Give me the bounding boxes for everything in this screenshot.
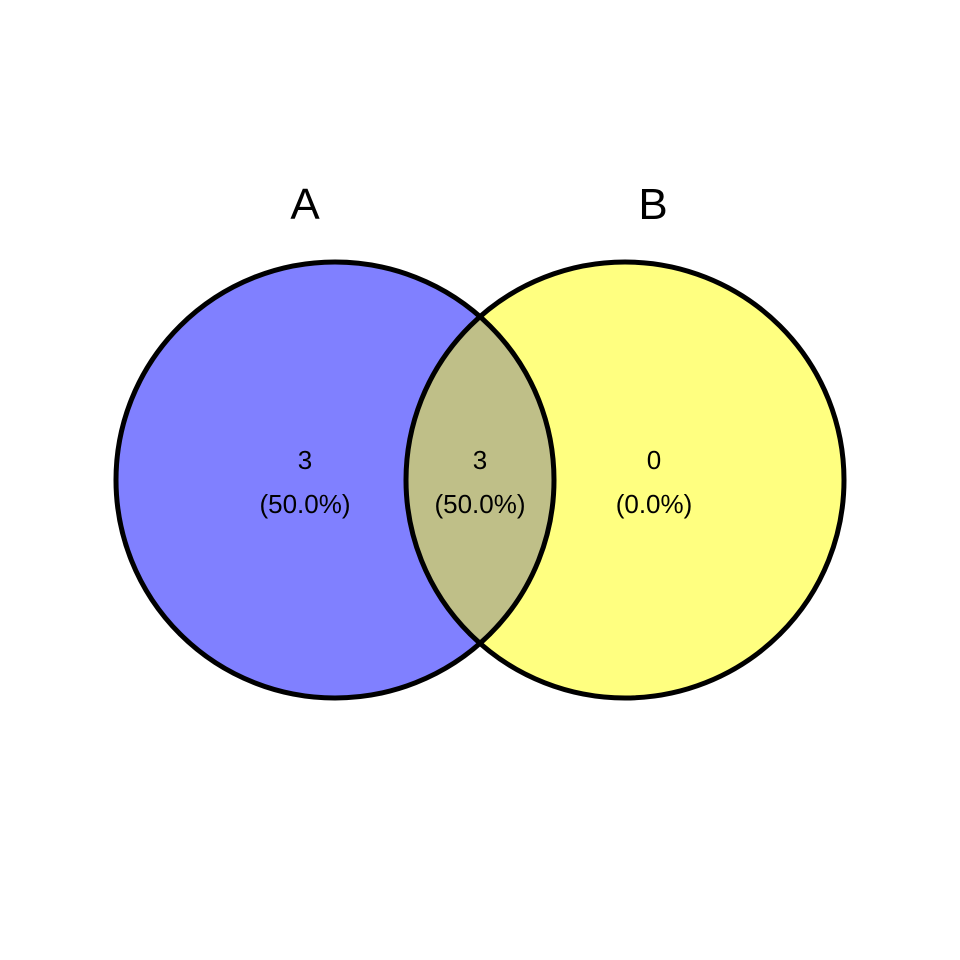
both-percent: (50.0%) xyxy=(434,489,525,519)
set-b-label: B xyxy=(638,180,667,229)
a-only-percent: (50.0%) xyxy=(259,489,350,519)
intersection-region xyxy=(406,262,554,698)
set-a-label: A xyxy=(290,180,320,229)
set-a-outline xyxy=(113,259,557,701)
b-only-count: 0 xyxy=(647,445,661,475)
both-count: 3 xyxy=(473,445,487,475)
b-only-percent: (0.0%) xyxy=(616,489,693,519)
set-b-outline xyxy=(403,259,847,701)
a-only-count: 3 xyxy=(298,445,312,475)
